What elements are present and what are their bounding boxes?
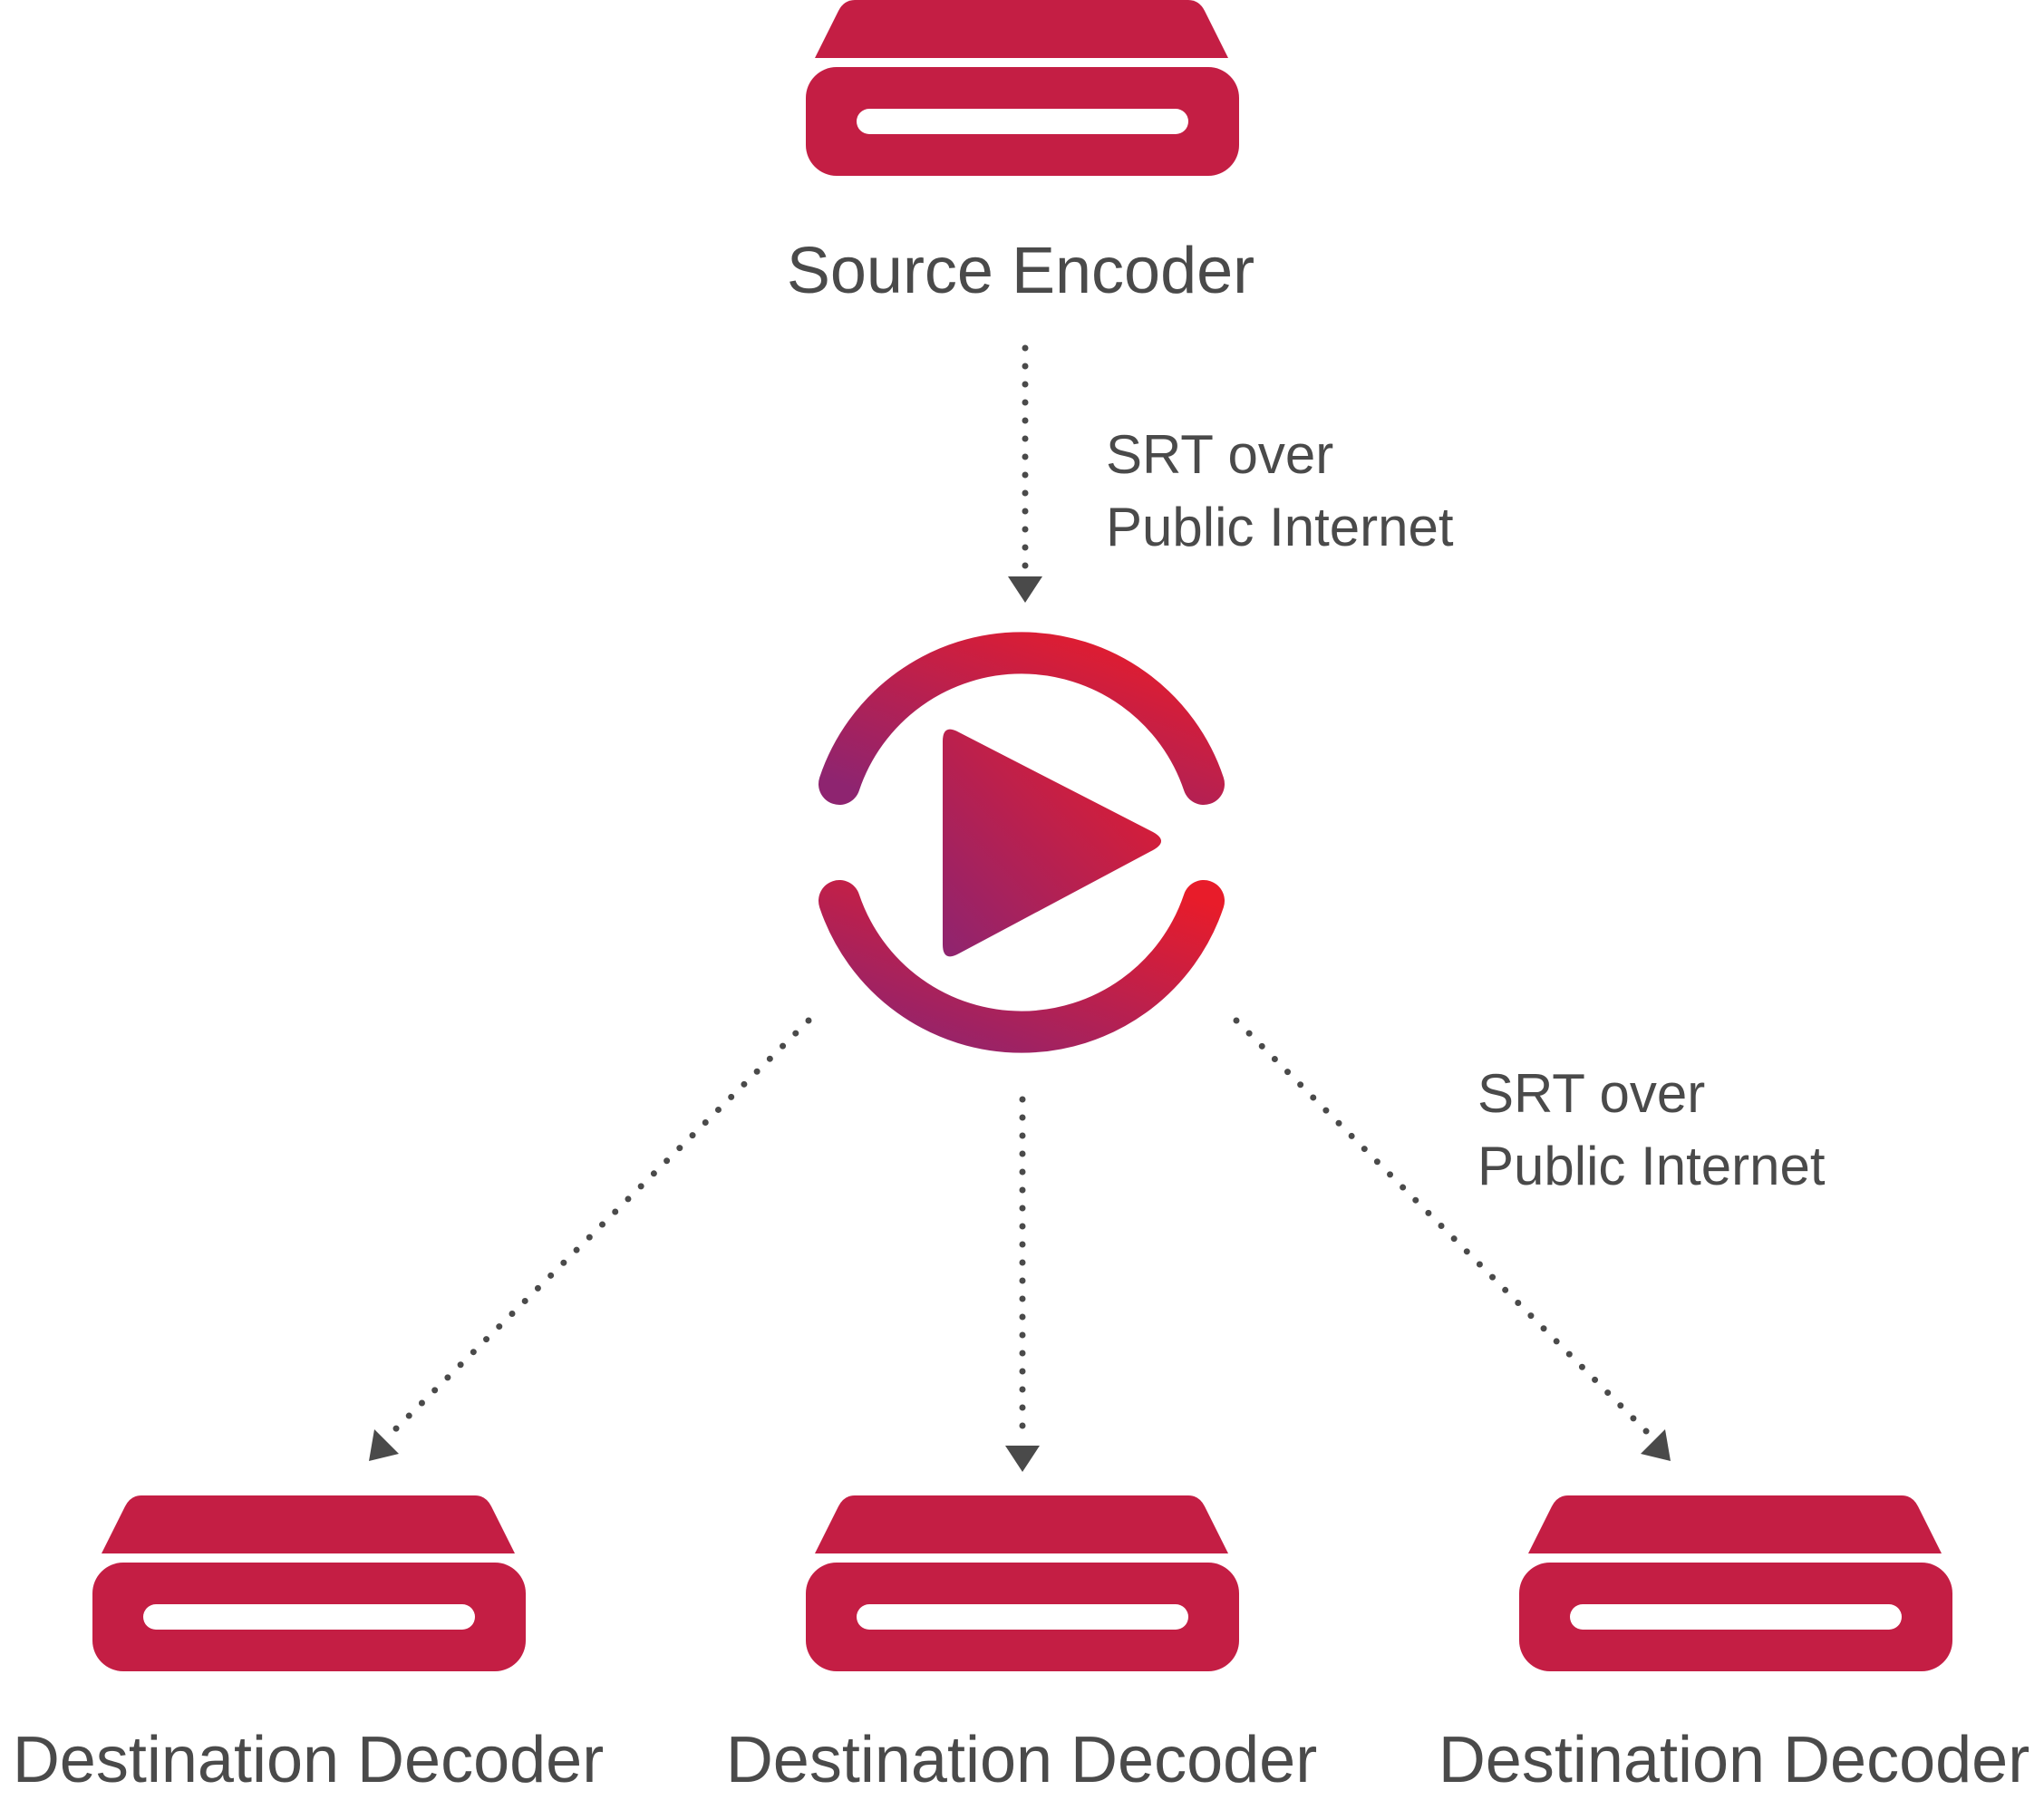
play-refresh-icon	[819, 632, 1225, 1053]
source-encoder-label: Source Encoder	[787, 235, 1254, 307]
server-device-icon	[1519, 1495, 1952, 1671]
server-device-icon	[806, 0, 1239, 176]
hub-bottom-arc	[819, 880, 1225, 1053]
upstream-connection: SRT over Public Internet	[1008, 344, 1454, 603]
server-device-icon	[806, 1495, 1239, 1671]
destination-decoder-label: Destination Decoder	[13, 1724, 604, 1796]
destination-decoder-2: Destination Decoder	[726, 1495, 1317, 1796]
left-arrow-head	[369, 1429, 399, 1461]
upstream-connection-label: SRT over Public Internet	[1106, 424, 1454, 557]
server-device-icon	[92, 1495, 526, 1671]
destination-decoder-label: Destination Decoder	[726, 1724, 1317, 1796]
downstream-label-line1: SRT over	[1477, 1063, 1705, 1124]
upstream-label-line2: Public Internet	[1106, 497, 1454, 557]
upstream-label-line1: SRT over	[1106, 424, 1333, 485]
right-arrow-head	[1641, 1429, 1671, 1461]
downstream-label-line2: Public Internet	[1477, 1136, 1826, 1196]
hub-top-arc	[819, 632, 1225, 805]
source-encoder-device: Source Encoder	[787, 0, 1254, 307]
middle-arrow-head	[1005, 1446, 1040, 1472]
upstream-arrow-head	[1008, 576, 1042, 603]
destination-decoder-label: Destination Decoder	[1439, 1724, 2029, 1796]
left-dotted-line	[382, 1017, 812, 1443]
downstream-connection-right	[1233, 1017, 1671, 1461]
destination-decoder-3: Destination Decoder	[1439, 1495, 2029, 1796]
hub-play-triangle	[943, 729, 1161, 957]
destination-decoder-1: Destination Decoder	[13, 1495, 604, 1796]
downstream-connection-label: SRT over Public Internet	[1477, 1063, 1826, 1196]
downstream-connection-left	[369, 1017, 812, 1461]
downstream-connection-middle	[1005, 1096, 1040, 1472]
